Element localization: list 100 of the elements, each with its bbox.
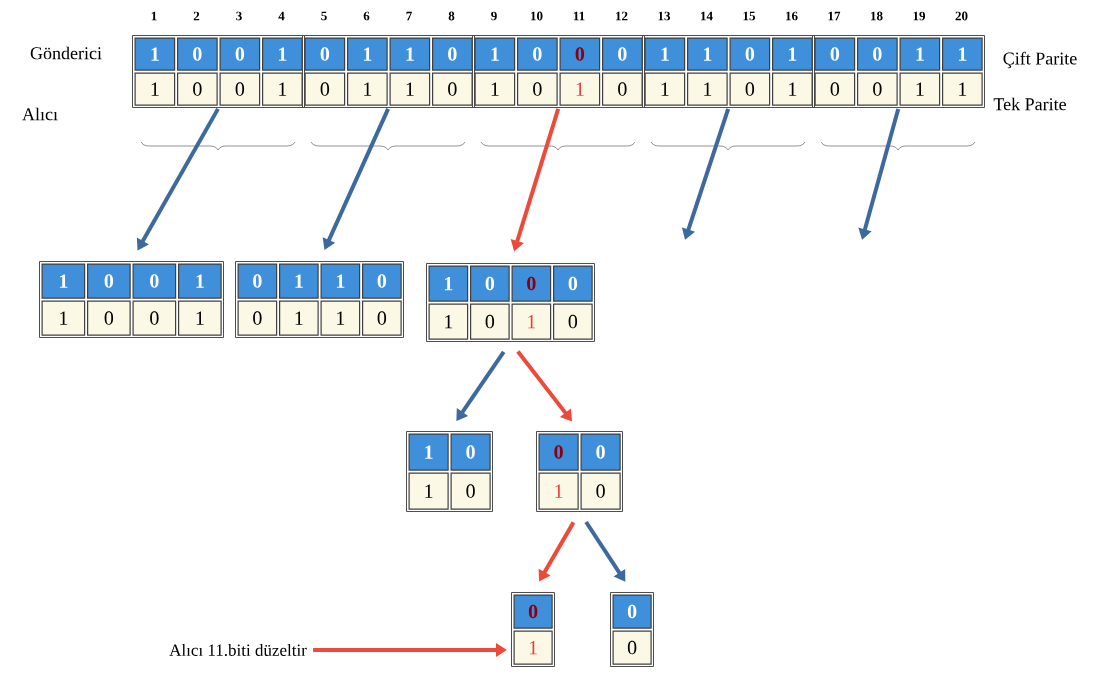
sender-bit-cell: 1 — [262, 37, 303, 71]
receiver-bit-cell: 1 — [41, 300, 86, 336]
row-label: Tek Parite — [993, 97, 1066, 111]
sender-bit-cell: 0 — [132, 263, 177, 299]
receiver-bit-cell: 1 — [513, 630, 553, 665]
receiver-bit-cell: 1 — [279, 300, 319, 336]
receiver-bit-cell: 0 — [612, 630, 652, 665]
sender-bit-cell: 0 — [432, 37, 473, 71]
column-number: 2 — [193, 11, 200, 21]
sender-bit-cell: 0 — [513, 594, 553, 629]
column-number: 15 — [743, 11, 756, 21]
sender-bit-cell: 1 — [899, 37, 941, 71]
receiver-bit-cell: 0 — [602, 72, 643, 106]
row-label: Çift Parite — [1003, 51, 1077, 69]
column-number: 17 — [828, 11, 841, 21]
sender-bit-cell: 1 — [389, 37, 431, 71]
row-label: Alıcı — [22, 107, 58, 121]
receiver-bit-cell: 0 — [857, 72, 898, 106]
note-text: Alıcı 11.biti düzeltir — [169, 644, 307, 656]
receiver-bit-cell: 0 — [432, 72, 473, 106]
receiver-bit-cell: 0 — [729, 72, 771, 106]
sender-bit-cell: 0 — [729, 37, 771, 71]
sender-bit-cell: 1 — [644, 37, 686, 71]
receiver-bit-cell: 0 — [450, 472, 491, 510]
column-number: 16 — [786, 11, 798, 21]
column-number: 6 — [363, 11, 370, 21]
column-number: 9 — [491, 11, 497, 21]
receiver-bit-cell: 1 — [538, 472, 579, 510]
sender-bit-cell: 0 — [857, 37, 898, 71]
receiver-bit-cell: 1 — [559, 72, 601, 106]
column-number: 1 — [151, 11, 157, 21]
sender-bit-cell: 0 — [237, 263, 278, 299]
column-number: 3 — [236, 11, 242, 21]
column-number: 19 — [913, 11, 926, 21]
sender-bit-cell: 0 — [612, 594, 652, 629]
sender-bit-cell: 1 — [41, 263, 86, 299]
column-number: 5 — [321, 11, 327, 21]
receiver-bit-cell: 0 — [470, 303, 510, 340]
receiver-bit-cell: 0 — [814, 72, 856, 106]
sender-bit-cell: 0 — [219, 37, 261, 71]
sender-bit-cell: 0 — [553, 265, 593, 302]
column-number: 4 — [278, 11, 285, 21]
sender-bit-cell: 0 — [602, 37, 643, 71]
arrow — [456, 350, 506, 421]
sender-bit-cell: 1 — [428, 265, 469, 302]
receiver-bit-cell: 1 — [428, 303, 469, 340]
receiver-bit-cell: 0 — [177, 72, 218, 106]
receiver-bit-cell: 1 — [474, 72, 516, 106]
receiver-bit-cell: 1 — [408, 472, 449, 510]
receiver-bit-cell: 0 — [517, 72, 558, 106]
sender-bit-cell: 1 — [408, 433, 449, 471]
column-number: 20 — [955, 11, 968, 21]
receiver-bit-cell: 0 — [553, 303, 593, 340]
column-number: 7 — [406, 11, 412, 21]
column-number: 12 — [616, 11, 628, 21]
receiver-bit-cell: 0 — [87, 300, 131, 336]
sender-bit-cell: 0 — [814, 37, 856, 71]
receiver-bit-cell: 1 — [899, 72, 941, 106]
receiver-bit-cell: 1 — [772, 72, 813, 106]
sender-bit-cell: 1 — [178, 263, 222, 299]
sender-bit-cell: 0 — [87, 263, 131, 299]
column-number: 13 — [658, 11, 671, 21]
sender-bit-cell: 0 — [580, 433, 621, 471]
receiver-bit-cell: 1 — [942, 72, 983, 106]
sender-bit-cell: 0 — [362, 263, 402, 299]
sender-bit-cell: 0 — [538, 433, 579, 471]
receiver-bit-cell: 1 — [511, 303, 552, 340]
receiver-bit-cell: 1 — [134, 72, 176, 106]
receiver-bit-cell: 1 — [644, 72, 686, 106]
receiver-bit-cell: 0 — [304, 72, 346, 106]
receiver-bit-cell: 1 — [178, 300, 222, 336]
receiver-bit-cell: 0 — [362, 300, 402, 336]
column-number: 11 — [573, 11, 585, 21]
sender-bit-cell: 1 — [279, 263, 319, 299]
sender-bit-cell: 1 — [474, 37, 516, 71]
column-number: 14 — [701, 11, 713, 21]
sender-bit-cell: 1 — [134, 37, 176, 71]
column-number: 8 — [448, 11, 455, 21]
receiver-bit-cell: 0 — [132, 300, 177, 336]
receiver-bit-cell: 1 — [347, 72, 388, 106]
column-number: 18 — [871, 11, 883, 21]
sender-bit-cell: 0 — [304, 37, 346, 71]
receiver-bit-cell: 0 — [580, 472, 621, 510]
receiver-bit-cell: 1 — [687, 72, 728, 106]
arrow — [584, 520, 626, 582]
receiver-bit-cell: 1 — [320, 300, 361, 336]
sender-bit-cell: 1 — [772, 37, 813, 71]
receiver-bit-cell: 0 — [237, 300, 278, 336]
row-label: Gönderici — [30, 46, 102, 60]
sender-bit-cell: 0 — [177, 37, 218, 71]
column-number: 10 — [531, 11, 543, 21]
sender-bit-cell: 0 — [470, 265, 510, 302]
receiver-bit-cell: 1 — [262, 72, 303, 106]
sender-bit-cell: 0 — [450, 433, 491, 471]
sender-bit-cell: 0 — [517, 37, 558, 71]
receiver-bit-cell: 1 — [389, 72, 431, 106]
sender-bit-cell: 1 — [687, 37, 728, 71]
sender-bit-cell: 1 — [942, 37, 983, 71]
sender-bit-cell: 0 — [559, 37, 601, 71]
receiver-bit-cell: 0 — [219, 72, 261, 106]
